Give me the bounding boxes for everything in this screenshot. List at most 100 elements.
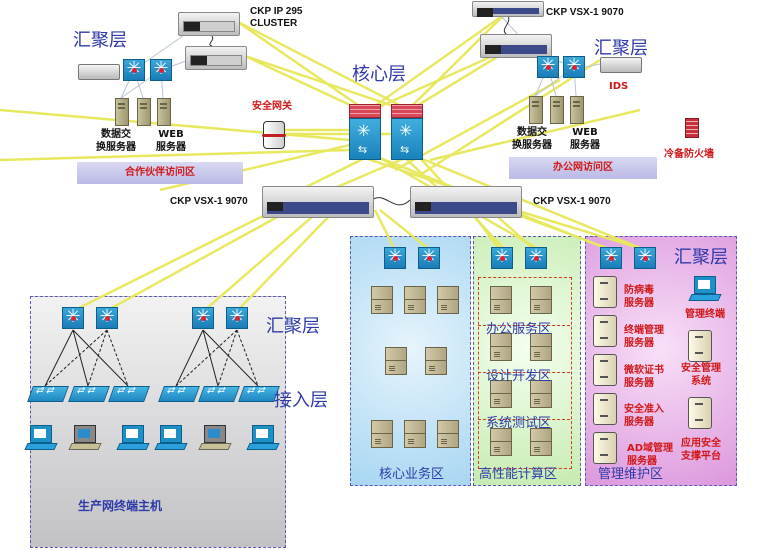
partner-access-zone-band: 合作伙伴访问区 (77, 162, 243, 184)
terminal-pc-5 (198, 425, 232, 453)
label-line: WEB (158, 129, 184, 140)
trunk-link (237, 20, 366, 112)
core-biz-server-5 (425, 347, 447, 375)
label-line: 系统 (691, 376, 711, 387)
terminal-mgmt-server-label: 终端管理 服务器 (624, 324, 664, 350)
antivirus-server-label: 防病毒 服务器 (624, 284, 654, 310)
label-line: 安全准入 (624, 404, 664, 415)
label-line: 换服务器 (96, 142, 136, 153)
ckp-ip295-label-line2: CLUSTER (250, 18, 298, 29)
partner-appliance (78, 64, 120, 80)
hpc-server-7 (490, 428, 512, 456)
aggregation-layer-title-production: 汇聚层 (266, 316, 320, 337)
prod-l3-switch-4 (226, 306, 248, 329)
security-gateway-icon (262, 121, 286, 149)
trunk-link (244, 54, 366, 114)
label-line: AD域管理 (627, 443, 674, 454)
ckp-vsx-left-appliance (262, 186, 374, 218)
partner-l3-switch-1 (123, 58, 145, 81)
office-server-3 (570, 96, 584, 124)
terminal-mgmt-server-icon (593, 315, 617, 347)
terminal-pc-2 (68, 425, 102, 453)
hpc-l3-switch-2 (525, 246, 547, 269)
trunk-link (204, 209, 321, 311)
partner-server-1 (115, 98, 129, 126)
ckp-vsx-top-label: CKP VSX-1 9070 (546, 7, 624, 18)
office-l3-switch-2 (563, 55, 585, 78)
office-data-exchange-label: 数据交 换服务器 (512, 126, 552, 152)
label-line: 安全管理 (681, 363, 721, 374)
terminal-pc-6 (246, 425, 280, 453)
trunk-link (244, 54, 406, 112)
security-gateway-label: 安全网关 (252, 101, 292, 112)
trunk-link (514, 208, 647, 252)
core-biz-server-1 (371, 286, 393, 314)
aggregation-layer-title-partner: 汇聚层 (73, 30, 127, 51)
security-access-server-icon (593, 393, 617, 425)
ckp-ip295-appliance-1 (178, 12, 240, 36)
label-line: 防病毒 (624, 285, 654, 296)
label-line: 换服务器 (512, 140, 552, 151)
core-biz-l3-switch-1 (384, 246, 406, 269)
trunk-link (379, 209, 431, 251)
mgmt-terminal-label: 管理终端 (685, 309, 725, 320)
label-line: 服务器 (156, 142, 186, 153)
vsx-ha-link (371, 197, 411, 206)
trunk-link (429, 108, 641, 162)
ckp-vsx-left-label: CKP VSX-1 9070 (170, 196, 248, 207)
ad-domain-server-icon (593, 432, 617, 464)
ms-cert-server-label: 微软证书 服务器 (624, 364, 664, 390)
trunk-link (237, 20, 406, 110)
app-security-platform-label: 应用安全 支撑平台 (681, 437, 721, 463)
access-switch-4 (158, 386, 200, 402)
production-zone-label: 生产网终端主机 (78, 499, 163, 513)
core-biz-server-4 (385, 347, 407, 375)
label-line: 数据交 (101, 129, 131, 140)
label-line: 服务器 (570, 140, 600, 151)
trunk-link (371, 12, 506, 110)
office-server-2 (550, 96, 564, 124)
core-layer-title: 核心层 (352, 64, 406, 85)
core-switch-firewall-2 (391, 104, 423, 160)
partner-data-exchange-label: 数据交 换服务器 (96, 128, 136, 154)
hpc-server-3 (490, 333, 512, 361)
production-zone (30, 296, 286, 548)
ckp-vsx-right-appliance (410, 186, 522, 218)
hpc-design-dev-label: 设计开发区 (486, 369, 552, 384)
hpc-zone-label: 高性能计算区 (479, 467, 558, 482)
trunk-link (373, 209, 397, 251)
label-line: 支撑平台 (681, 451, 721, 462)
core-biz-server-7 (404, 420, 426, 448)
partner-l3-switch-2 (150, 58, 172, 81)
ckp-vsx-top-appliance-1 (472, 1, 544, 17)
label-line: 数据交 (517, 127, 547, 138)
label-line: 服务器 (627, 456, 657, 467)
trunk-link (237, 209, 336, 311)
access-link (202, 329, 259, 387)
terminal-pc-3 (116, 425, 150, 453)
partner-server-2 (137, 98, 151, 126)
label-line: 微软证书 (624, 365, 664, 376)
core-biz-l3-switch-2 (418, 246, 440, 269)
hpc-server-8 (530, 428, 552, 456)
security-mgmt-system-icon (688, 330, 712, 362)
partner-server-3 (157, 98, 171, 126)
ids-label: IDS (609, 81, 629, 92)
hpc-server-4 (530, 333, 552, 361)
label-line: 应用安全 (681, 438, 721, 449)
trunk-link (504, 208, 613, 252)
access-link (175, 329, 204, 387)
trunk-link (409, 13, 506, 109)
prod-l3-switch-3 (192, 306, 214, 329)
access-link (72, 329, 89, 387)
access-switch-1 (27, 386, 69, 402)
access-link-backup (236, 329, 259, 387)
hpc-server-1 (490, 286, 512, 314)
ckp-ip295-appliance-2 (185, 46, 247, 70)
mgmt-l3-switch-1 (600, 246, 622, 269)
aggregation-layer-title-office: 汇聚层 (594, 38, 648, 59)
label-line: WEB (572, 127, 598, 138)
aggregation-link (584, 63, 601, 68)
core-business-zone-label: 核心业务区 (379, 467, 445, 482)
aggregation-layer-title-management: 汇聚层 (674, 247, 728, 268)
